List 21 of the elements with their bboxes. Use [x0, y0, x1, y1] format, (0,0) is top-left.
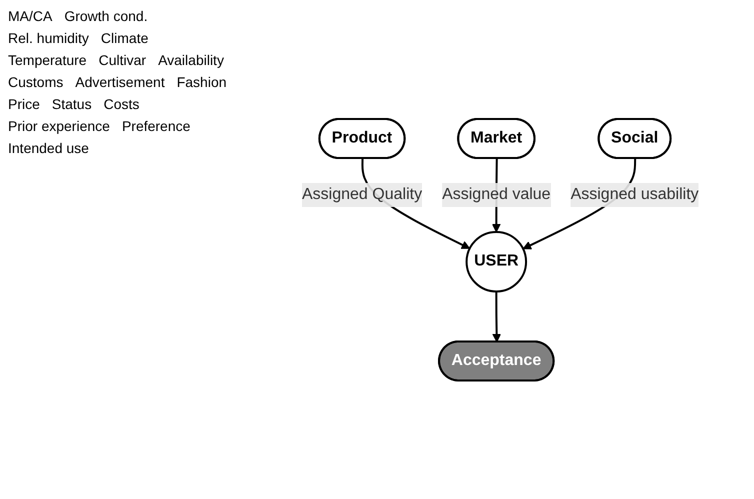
factor-label: Growth cond.	[64, 8, 148, 24]
factor-label: Rel. humidity	[8, 30, 89, 46]
edge-label: Assigned Quality	[302, 186, 422, 203]
factor-label: Advertisement	[75, 74, 165, 90]
factor-label: Price	[8, 96, 40, 112]
factor-label: Temperature	[8, 52, 87, 68]
factor-label: Intended use	[8, 140, 89, 156]
edge-label: Assigned value	[442, 186, 550, 203]
factor-label: Prior experience	[8, 118, 110, 134]
factor-label: Preference	[122, 118, 190, 134]
factor-label: Climate	[100, 30, 148, 46]
factor-label: Status	[52, 96, 92, 112]
factor-label: MA/CA	[8, 8, 52, 24]
factor-label: Fashion	[176, 74, 227, 90]
factor-label: Costs	[104, 96, 140, 112]
node-circle: USER	[465, 230, 527, 292]
factor-label: Customs	[8, 74, 64, 90]
edge-label: Assigned usability	[570, 186, 698, 203]
factor-label: Availability	[158, 52, 224, 68]
factor-label: Cultivar	[98, 52, 146, 68]
arrow	[492, 291, 501, 342]
